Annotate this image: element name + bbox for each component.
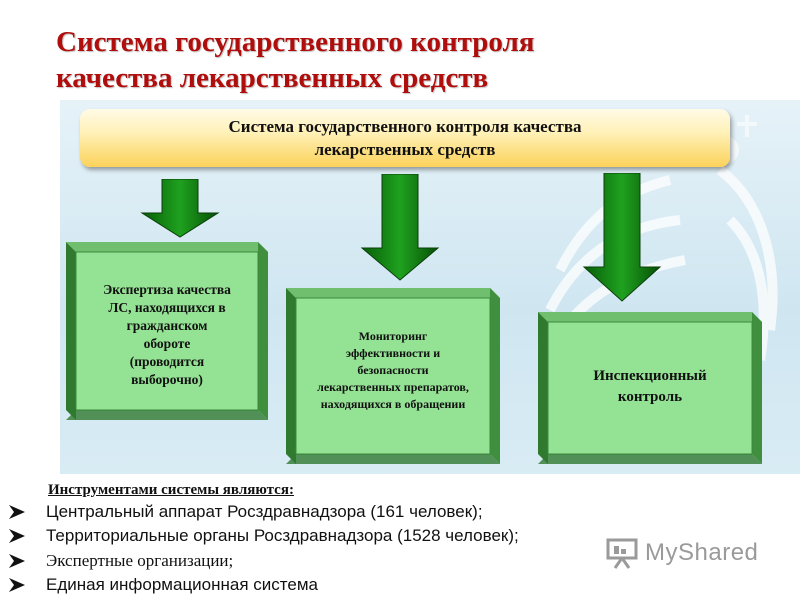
header-bar-line-2: лекарственных средств — [314, 140, 496, 159]
slide-title-line-2: качества лекарственных средств — [56, 62, 489, 94]
box-line: Мониторинг — [358, 329, 428, 343]
watermark-logo: MyShared — [605, 536, 758, 570]
watermark-label: MyShared — [645, 539, 759, 566]
box-line: выборочно) — [131, 372, 203, 387]
list-item: Центральный аппарат Росздравнадзора (161… — [8, 502, 483, 522]
box-3d-frame — [538, 312, 762, 464]
arrow-down-icon — [360, 174, 440, 281]
arrow-down-icon — [582, 173, 662, 302]
box-inspection-control: Инспекционный контроль — [538, 312, 762, 464]
list-item-text: Экспертные организации; — [46, 551, 234, 570]
arrow-down-icon — [140, 179, 220, 238]
list-item-text: Центральный аппарат Росздравнадзора (161… — [46, 502, 483, 521]
box-line: (проводится — [129, 354, 205, 369]
header-bar: Система государственного контроля качест… — [80, 109, 730, 167]
list-item: Территориальные органы Росздравнадзора (… — [8, 526, 519, 546]
box-label: Экспертиза качества ЛС, находящихся в гр… — [78, 270, 256, 400]
box-quality-expertise: Экспертиза качества ЛС, находящихся в гр… — [66, 242, 268, 420]
box-line: гражданском — [126, 318, 208, 333]
box-label: Инспекционный контроль — [550, 342, 750, 432]
header-bar-line-1: Система государственного контроля качест… — [228, 117, 582, 136]
list-item: Единая информационная система — [8, 575, 318, 595]
box-line: безопасности — [357, 363, 429, 377]
slide-title-line-1: Система государственного контроля — [56, 26, 535, 58]
box-line: находящихся в обращении — [320, 397, 466, 411]
box-3d-frame — [286, 288, 500, 464]
arrow-bullet-icon — [9, 529, 25, 543]
box-line: контроль — [617, 389, 683, 405]
list-item-text: Территориальные органы Росздравнадзора (… — [46, 526, 519, 545]
box-line: Экспертиза качества — [103, 282, 231, 297]
list-item: Экспертные организации; — [8, 551, 233, 571]
tools-heading: Инструментами системы являются: — [48, 482, 294, 498]
presentation-board-icon — [606, 538, 638, 569]
tools-panel — [0, 474, 800, 600]
list-item-text: Единая информационная система — [46, 575, 318, 594]
box-line: ЛС, находящихся в — [108, 300, 226, 315]
box-label: Мониторинг эффективности и безопасности … — [298, 328, 488, 438]
arrow-bullet-icon — [9, 554, 25, 568]
box-monitoring: Мониторинг эффективности и безопасности … — [286, 288, 500, 464]
arrow-bullet-icon — [9, 578, 25, 592]
arrow-bullet-icon — [9, 505, 25, 519]
box-line: Инспекционный — [593, 368, 707, 384]
box-line: обороте — [143, 336, 191, 351]
box-line: эффективности и — [345, 346, 441, 360]
slide-title: Система государственного контроля качест… — [56, 24, 776, 96]
box-line: лекарственных препаратов, — [317, 380, 469, 394]
box-3d-frame — [66, 242, 268, 420]
